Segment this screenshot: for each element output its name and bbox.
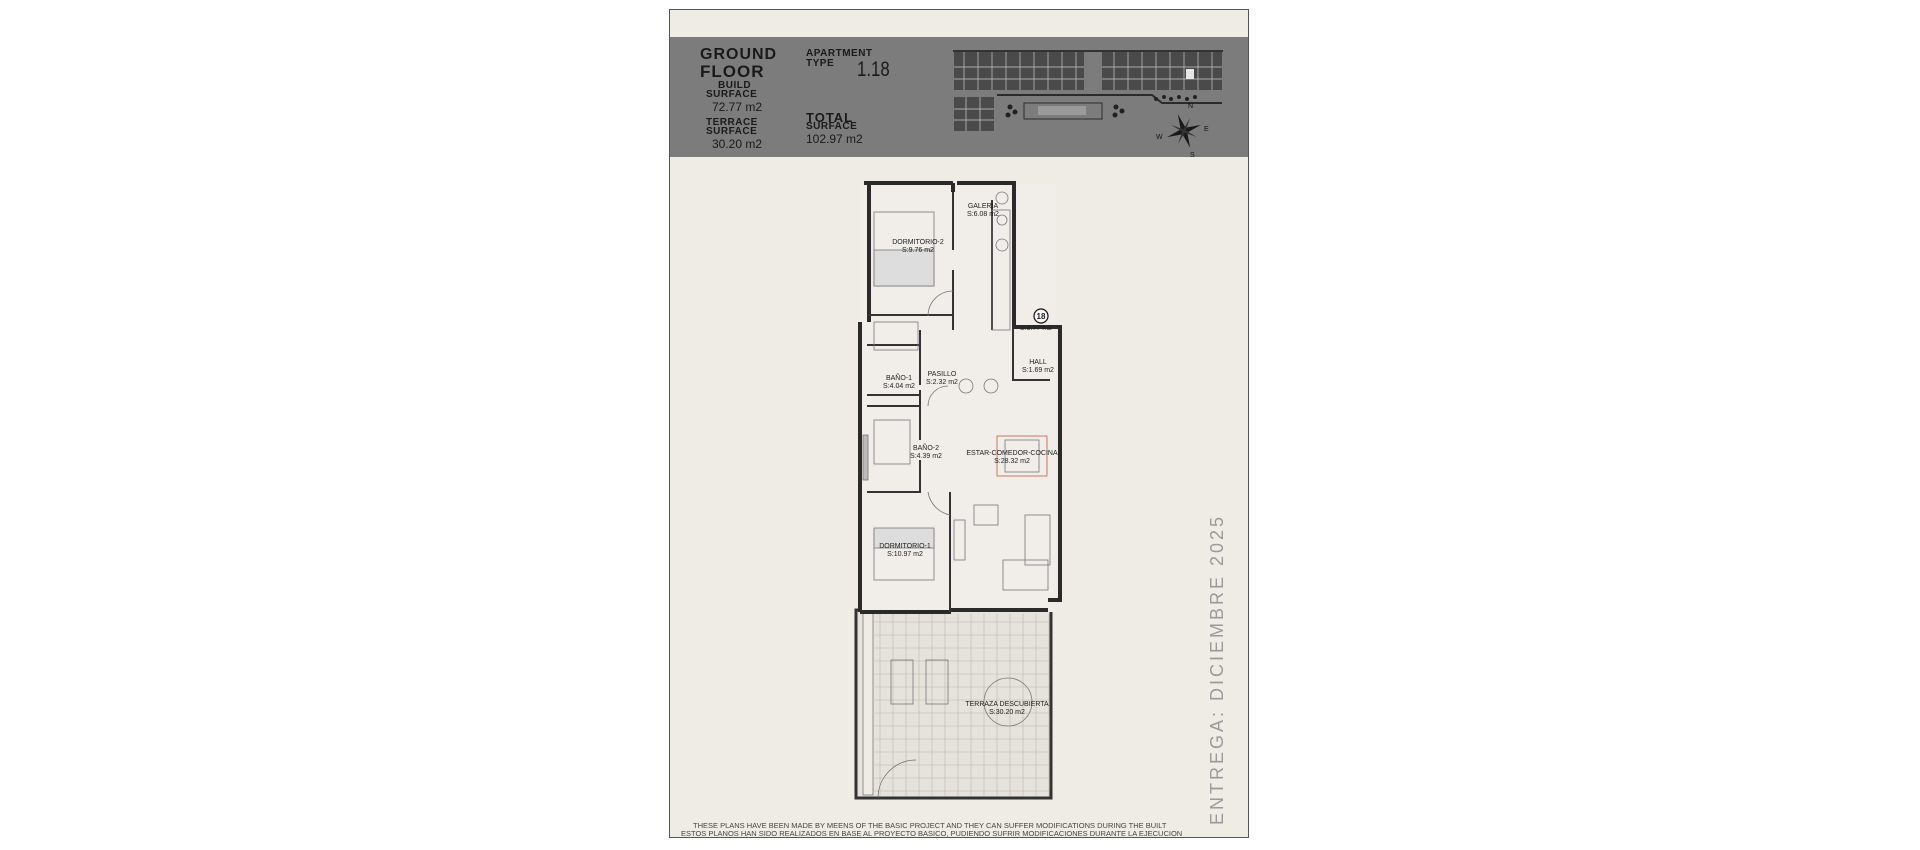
terraza-label: TERRAZA DESCUBIERTA	[965, 701, 1049, 708]
floor-title-line1: GROUND	[700, 46, 778, 63]
pasillo-area: S:2.32 m2	[926, 379, 958, 386]
build-label-line2: SURFACE	[706, 89, 758, 100]
site-plan-thumbnail	[953, 50, 1223, 131]
furniture	[862, 191, 1051, 727]
bano2-area: S:4.39 m2	[910, 453, 942, 460]
delivery-date-text: ENTREGA: DICIEMBRE 2025	[1207, 513, 1227, 825]
hall-area: S:1.69 m2	[1022, 367, 1054, 374]
compass-north: N	[1188, 103, 1193, 110]
floor-title-line2: FLOOR	[700, 62, 765, 81]
total-label-line1: TOTAL	[806, 110, 854, 125]
type-label: TYPE	[806, 58, 835, 69]
bano1-area: S:4.04 m2	[883, 383, 915, 390]
terrace-surface-value: 30.20 m2	[712, 137, 763, 151]
info-header: GROUND FLOOR BUILD SURFACE 72.77 m2 TERR…	[670, 37, 1248, 159]
dormitorio1-area: S:10.97 m2	[887, 551, 923, 558]
footer-disclaimer-en: THESE PLANS HAVE BEEN MADE BY MEENS OF T…	[693, 821, 1167, 830]
building-block-right	[1102, 52, 1222, 90]
build-label-line1: BUILD	[718, 80, 752, 91]
compass-west: W	[1156, 134, 1163, 141]
galeria-label: GALERIA	[968, 203, 999, 210]
compass-east: E	[1204, 126, 1209, 133]
terraza-area: S:30.20 m2	[989, 709, 1025, 716]
terrace-floor	[854, 608, 1053, 800]
unit-number: 18	[1037, 312, 1046, 321]
total-surface-value: 102.97 m2	[806, 132, 863, 146]
room-labels: GALERIA S:6.08 m2 DORMITORIO-2 S:9.76 m2…	[879, 203, 1058, 716]
galeria-area: S:6.08 m2	[967, 211, 999, 218]
building-block-left	[954, 52, 1084, 90]
compass-icon: N E S W	[1156, 103, 1209, 159]
apartment-type-value: 1.18	[857, 58, 890, 81]
dormitorio2-area: S:9.76 m2	[902, 247, 934, 254]
unit-area: S:3.77 m2	[1020, 325, 1052, 332]
terrace-label-line2: SURFACE	[706, 126, 758, 137]
bano2-label: BAÑO-2	[913, 443, 939, 452]
terrace-label-line1: TERRACE	[706, 117, 758, 128]
bano1-label: BAÑO-1	[886, 373, 912, 382]
hall-label: HALL	[1029, 359, 1047, 366]
pasillo-label: PASILLO	[928, 371, 957, 378]
apartment-label: APARTMENT	[806, 48, 873, 59]
footer-disclaimer-es: ESTOS PLANOS HAN SIDO REALIZADOS EN BASE…	[681, 829, 1183, 838]
exterior-walls	[858, 181, 1062, 614]
dormitorio1-label: DORMITORIO-1	[879, 543, 931, 550]
estar-label: ESTAR-COMEDOR-COCINA	[966, 450, 1058, 457]
build-surface-value: 72.77 m2	[712, 100, 763, 114]
estar-area: S:28.32 m2	[994, 458, 1030, 465]
unit-number-marker	[1033, 308, 1049, 324]
total-label-line2: SURFACE	[806, 121, 858, 132]
dormitorio2-label: DORMITORIO-2	[892, 239, 944, 246]
compass-south: S	[1190, 152, 1195, 159]
